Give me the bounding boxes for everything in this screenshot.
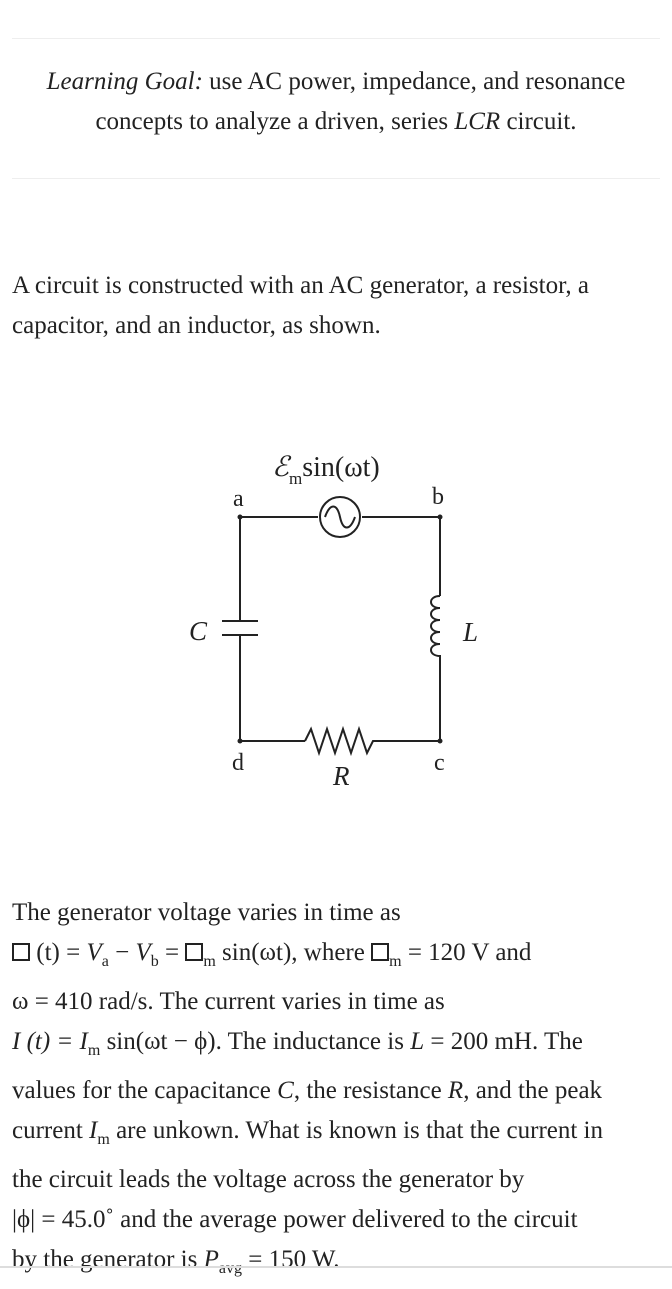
text-fragment: = 120 V and [401, 939, 532, 966]
symbol-i: I [89, 1117, 98, 1144]
body-line-5: values for the capacitance C, the resist… [12, 1071, 662, 1111]
bottom-divider [0, 1266, 672, 1268]
subscript-m: m [389, 953, 402, 970]
text-fragment: by the generator is [12, 1246, 204, 1273]
inductor-label: L [462, 617, 478, 647]
missing-glyph-icon [371, 943, 390, 961]
text-fragment: sin(ωt − ϕ). The inductance is [100, 1028, 411, 1055]
subscript-m: m [97, 1131, 110, 1148]
problem-paragraph: The generator voltage varies in time as … [12, 893, 662, 1289]
capacitor-icon [222, 620, 258, 636]
node-d-dot [237, 738, 243, 744]
goal-text-2: concepts to analyze a driven, series [95, 108, 455, 135]
text-fragment: = 200 mH. The [424, 1028, 583, 1055]
resistor-label: R [332, 761, 350, 791]
body-line-9: by the generator is Pavg = 150 W. [12, 1240, 662, 1289]
body-line-8: |ϕ| = 45.0˚ and the average power delive… [12, 1206, 578, 1233]
text-fragment: current [12, 1117, 90, 1144]
symbol-c: C [277, 1077, 294, 1104]
text-fragment: (t) = [36, 939, 87, 966]
capacitor-label: C [189, 616, 208, 646]
body-line-3: ω = 410 rad/s. The current varies in tim… [12, 988, 445, 1015]
intro-line-2: capacitor, and an inductor, as shown. [12, 312, 381, 339]
source-func: sin(ωt) [302, 452, 380, 483]
body-line-1: The generator voltage varies in time as [12, 899, 401, 926]
circuit-diagram: ℰmsin(ωt) a b c d C L R [189, 452, 478, 791]
goal-label: Learning Goal: [46, 68, 203, 95]
symbol-i: I [79, 1028, 88, 1055]
symbol-p: P [203, 1246, 219, 1273]
resistor-icon [304, 725, 380, 757]
goal-text-3: circuit. [500, 108, 577, 135]
source-label: ℰmsin(ωt) [272, 452, 380, 488]
text-fragment: = 150 W. [242, 1246, 340, 1273]
top-divider [12, 38, 660, 39]
subscript-a: a [101, 953, 109, 970]
text-fragment: − [108, 939, 136, 966]
symbol-vb: V [135, 939, 151, 966]
body-line-4: I (t) = Im sin(ωt − ϕ). The inductance i… [12, 1022, 662, 1071]
text-fragment: values for the capacitance [12, 1077, 278, 1104]
text-fragment: , and the peak [463, 1077, 603, 1104]
text-fragment: sin(ωt), where [215, 939, 372, 966]
node-b-label: b [432, 484, 444, 510]
subscript-m: m [203, 953, 216, 970]
node-a-dot [237, 514, 243, 520]
inductor-icon [430, 595, 441, 658]
body-line-7: the circuit leads the voltage across the… [12, 1166, 525, 1193]
text-fragment: are unkown. What is known is that the cu… [109, 1117, 604, 1144]
missing-glyph-icon [12, 943, 30, 961]
node-b-dot [437, 514, 443, 520]
body-line-2: (t) = Va − Vb = m sin(ωt), where m = 120… [12, 933, 662, 982]
intro-line-1: A circuit is constructed with an AC gene… [12, 272, 590, 299]
source-sub: m [289, 469, 302, 488]
subscript-m: m [87, 1042, 101, 1059]
current-function: I (t) = [12, 1028, 80, 1055]
node-c-label: c [434, 750, 445, 776]
goal-text-1: use AC power, impedance, and resonance [202, 68, 626, 95]
goal-divider [12, 178, 660, 179]
subscript-b: b [150, 953, 159, 970]
goal-lcr: LCR [454, 108, 501, 135]
body-line-6: current Im are unkown. What is known is … [12, 1111, 662, 1160]
text-fragment: , the resistance [293, 1077, 448, 1104]
missing-glyph-icon [185, 943, 204, 961]
node-a-label: a [233, 486, 244, 512]
text-fragment: = [158, 939, 186, 966]
node-c-dot [437, 738, 443, 744]
intro-paragraph: A circuit is constructed with an AC gene… [12, 266, 652, 346]
learning-goal: Learning Goal: use AC power, impedance, … [0, 62, 672, 142]
node-d-label: d [232, 750, 244, 776]
source-symbol: ℰ [272, 452, 292, 483]
symbol-r: R [447, 1077, 464, 1104]
symbol-l: L [410, 1028, 425, 1055]
symbol-va: V [86, 939, 102, 966]
subscript-avg: avg [218, 1260, 242, 1277]
